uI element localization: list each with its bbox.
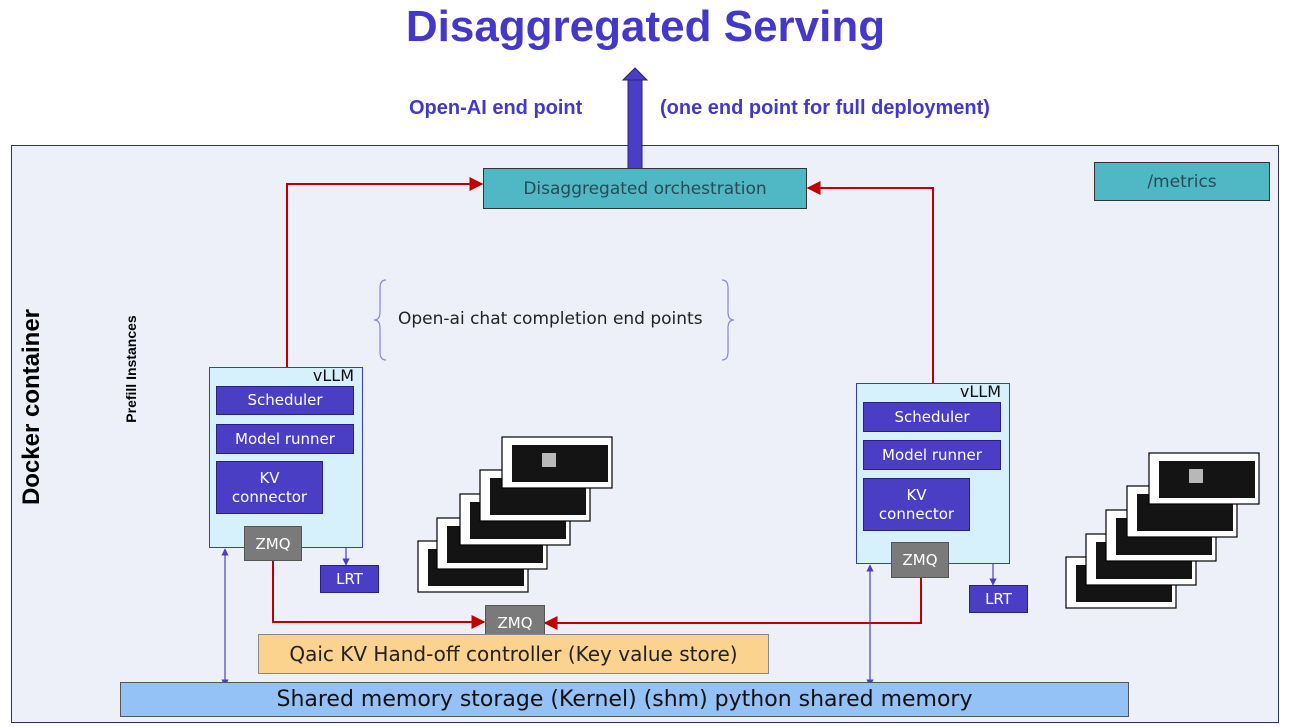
vllm-label: vLLM — [312, 366, 354, 385]
accelerator-cards-prefill — [417, 436, 613, 593]
scheduler-box: Scheduler — [863, 402, 1001, 432]
model-runner-box: Model runner — [863, 440, 1001, 470]
prefill-zmq-to-central-arrow — [272, 561, 486, 629]
page-title: Disaggregated Serving — [405, 2, 886, 51]
decode-to-orchestration-arrow — [806, 181, 934, 383]
prefill-to-orchestration-arrow — [286, 177, 484, 367]
kv-connector-box: KV connector — [216, 461, 323, 514]
prefill-instances-label: Prefill Instances — [123, 315, 139, 423]
docker-container-label: Docker container — [18, 308, 45, 506]
kv-connector-box: KV connector — [863, 478, 970, 531]
api-endpoint-label: Open-AI end point — [409, 97, 583, 119]
scheduler-box: Scheduler — [216, 386, 354, 415]
lrt-prefill: LRT — [320, 565, 379, 593]
kv-handoff-controller: Qaic KV Hand-off controller (Key value s… — [258, 634, 769, 674]
endpoints-left-bracket — [373, 279, 387, 361]
orchestration-box: Disaggregated orchestration — [483, 168, 807, 209]
zmq-prefill: ZMQ — [244, 526, 302, 561]
accelerator-cards-decode — [1065, 452, 1260, 609]
model-runner-box: Model runner — [216, 424, 354, 454]
decode-zmq-to-central-arrow — [543, 578, 922, 630]
endpoints-right-bracket — [721, 279, 735, 361]
api-endpoint-note: (one end point for full deployment) — [660, 97, 990, 119]
shared-memory-storage: Shared memory storage (Kernel) (shm) pyt… — [120, 682, 1129, 717]
metrics-endpoint[interactable]: /metrics — [1094, 162, 1270, 201]
vllm-label: vLLM — [959, 382, 1001, 401]
api-up-arrow — [621, 67, 649, 171]
lrt-decode: LRT — [969, 585, 1028, 613]
chat-endpoints-label: Open-ai chat completion end points — [398, 309, 703, 329]
zmq-decode: ZMQ — [891, 542, 949, 578]
